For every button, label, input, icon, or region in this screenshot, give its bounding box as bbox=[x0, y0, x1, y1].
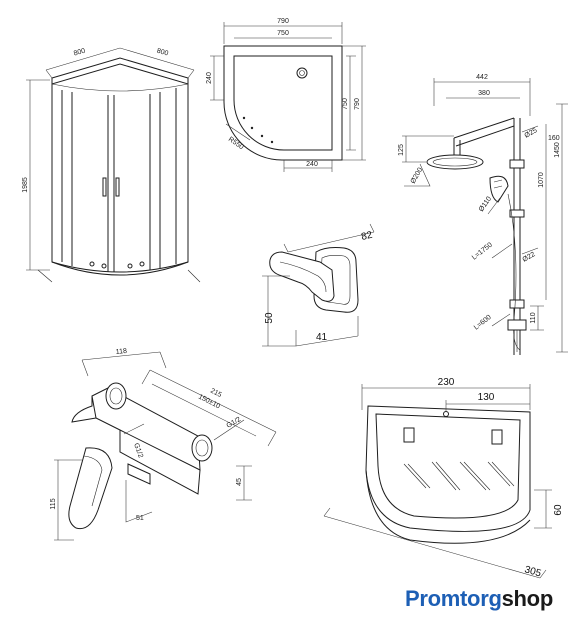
tray-right-outer-label: 790 bbox=[354, 98, 361, 110]
enclosure-top-dim-a-label: 800 bbox=[73, 48, 86, 58]
tray-top-outer-label: 790 bbox=[277, 18, 289, 25]
shower-pipe-a-label: Ø25 bbox=[524, 127, 539, 140]
shower-head-label: Ø200 bbox=[410, 167, 425, 185]
shower-rail-label: 1070 bbox=[538, 172, 545, 188]
tray-bottom-label: 240 bbox=[306, 161, 318, 168]
shower-mixer-drawing: 118 215 150±10 G1/2 G1/2 45 51 115 bbox=[50, 348, 277, 541]
tray-right-inner-label: 750 bbox=[342, 98, 349, 110]
towel-hook-drawing: 82 50 41 bbox=[262, 223, 375, 347]
shower-pipe-b-label: Ø22 bbox=[522, 251, 537, 264]
mixer-dim-a-label: 118 bbox=[115, 348, 127, 356]
brand-logo-part1: Promtorg bbox=[405, 586, 502, 611]
shower-arm-inner-label: 380 bbox=[478, 90, 490, 97]
mixer-dim-h-label: 115 bbox=[50, 498, 57, 509]
hook-width-label: 82 bbox=[360, 230, 374, 243]
corner-shelf-drawing: 230 130 60 305 bbox=[323, 377, 564, 580]
tray-top-inner-label: 750 bbox=[277, 30, 289, 37]
shower-hose-a-label: L=1750 bbox=[471, 241, 494, 261]
mixer-dim-g-label: 51 bbox=[136, 515, 144, 522]
shower-total-label: 1450 bbox=[554, 142, 561, 158]
shower-enclosure-drawing: 1985 800 800 bbox=[22, 48, 201, 283]
shower-bottom-label: 110 bbox=[530, 312, 537, 323]
shelf-height-label: 60 bbox=[553, 504, 564, 516]
mixer-dim-b-label: 215 bbox=[209, 388, 223, 400]
hook-base-label: 41 bbox=[316, 332, 328, 343]
shelf-inner-label: 130 bbox=[478, 392, 495, 403]
shower-arm-outer-label: 442 bbox=[476, 74, 488, 81]
enclosure-height-label: 1985 bbox=[22, 177, 29, 193]
enclosure-top-dim-b-label: 800 bbox=[156, 48, 169, 58]
tray-radius-label: R550 bbox=[227, 136, 245, 151]
shower-hose-b-label: L=600 bbox=[473, 314, 493, 332]
mixer-dim-e-label: G1/2 bbox=[132, 442, 144, 459]
mixer-dim-f-label: 45 bbox=[236, 478, 243, 486]
shower-top-side-label: 160 bbox=[548, 135, 560, 142]
shelf-width-label: 230 bbox=[438, 377, 455, 388]
shower-system-drawing: 442 380 Ø200 125 1450 1070 Ø25 Ø22 Ø110 … bbox=[398, 74, 568, 355]
shower-drop-label: 125 bbox=[398, 144, 405, 156]
tray-left-label: 240 bbox=[206, 72, 213, 84]
shower-tray-drawing: 790 750 240 750 790 240 R550 bbox=[206, 18, 366, 172]
hook-height-label: 50 bbox=[264, 312, 275, 324]
brand-logo-part2: shop bbox=[501, 586, 554, 611]
brand-logo: Promtorgshop bbox=[405, 586, 553, 612]
shelf-depth-label: 305 bbox=[523, 564, 542, 579]
